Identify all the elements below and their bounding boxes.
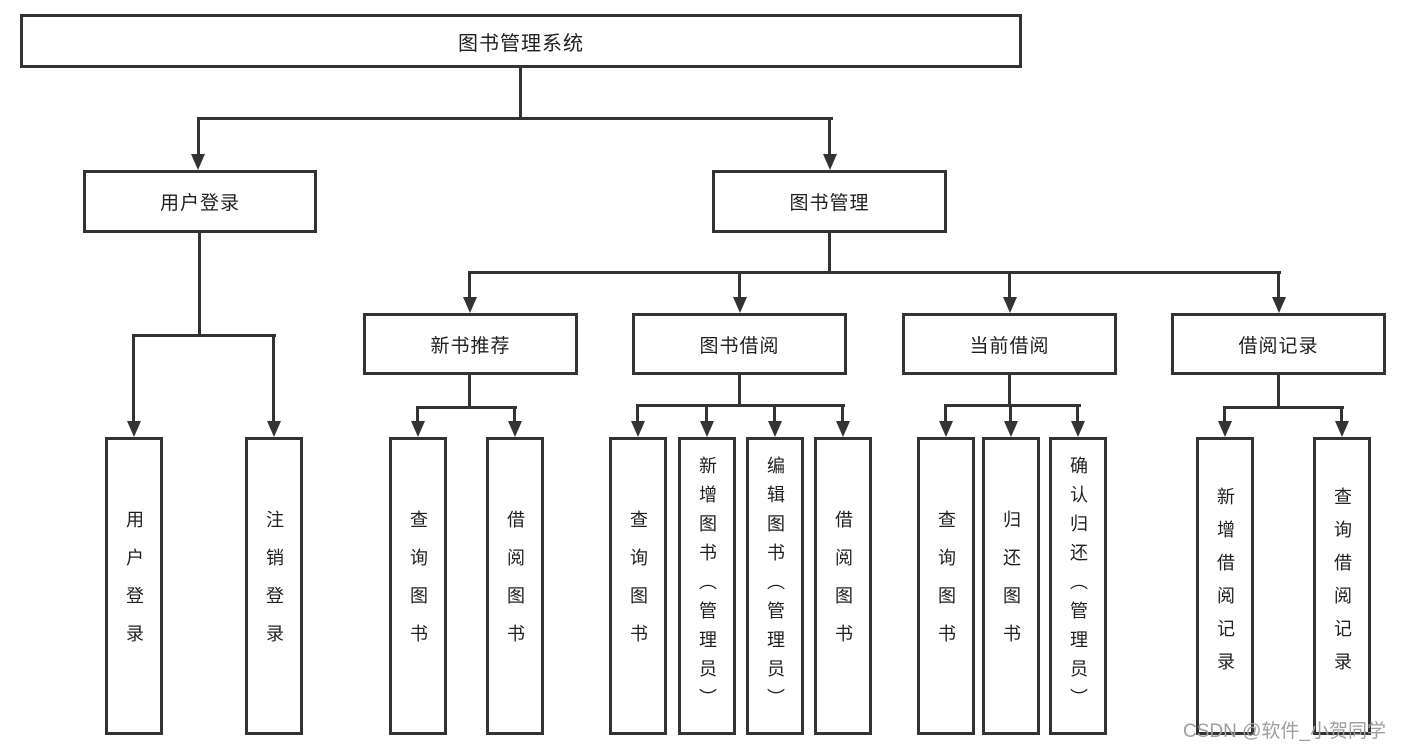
node-book-management: 图书管理	[712, 170, 947, 233]
node-borrowing-records: 借阅记录	[1171, 313, 1386, 375]
connector-segment	[272, 334, 275, 423]
connector-segment	[636, 404, 845, 407]
arrow-down-icon	[1272, 297, 1286, 313]
connector-segment	[841, 404, 844, 423]
connector-segment	[1076, 404, 1079, 423]
leaf-confirm-return-admin: 确认归还（管理员）	[1049, 437, 1107, 735]
leaf-return-book: 归还图书	[982, 437, 1040, 735]
leaf-query-books-borrowing-label: 查询图书	[628, 510, 648, 662]
connector-segment	[944, 404, 1081, 407]
leaf-return-book-label: 归还图书	[1001, 510, 1021, 662]
node-library-system-label: 图书管理系统	[458, 32, 584, 55]
leaf-borrow-books-recommend: 借阅图书	[486, 437, 544, 735]
arrow-down-icon	[1004, 421, 1018, 437]
connector-segment	[468, 271, 1281, 274]
leaf-query-books-recommend: 查询图书	[389, 437, 447, 735]
leaf-edit-book-admin: 编辑图书（管理员）	[746, 437, 804, 735]
arrow-down-icon	[700, 421, 714, 437]
connector-segment	[944, 404, 947, 423]
leaf-user-login-label: 用户登录	[124, 510, 144, 662]
connector-segment	[828, 117, 831, 157]
leaf-query-books-current: 查询图书	[917, 437, 975, 735]
arrow-down-icon	[836, 421, 850, 437]
arrow-down-icon	[267, 421, 281, 437]
connector-segment	[738, 375, 741, 407]
node-new-book-recommendation: 新书推荐	[363, 313, 578, 375]
connector-segment	[519, 68, 522, 119]
connector-segment	[1277, 271, 1280, 299]
leaf-confirm-return-admin-label: 确认归还（管理员）	[1068, 455, 1088, 717]
leaf-query-borrow-record: 查询借阅记录	[1313, 437, 1371, 735]
connector-segment	[468, 375, 471, 409]
leaf-query-books-recommend-label: 查询图书	[408, 510, 428, 662]
leaf-user-login: 用户登录	[105, 437, 163, 735]
connector-segment	[198, 233, 201, 336]
connector-segment	[773, 404, 776, 423]
node-current-borrowing-label: 当前借阅	[969, 335, 1050, 357]
csdn-watermark: CSDN @软件_小贺同学	[1183, 721, 1386, 742]
node-current-borrowing: 当前借阅	[902, 313, 1117, 375]
connector-segment	[197, 117, 833, 120]
arrow-down-icon	[631, 421, 645, 437]
connector-segment	[513, 406, 516, 423]
connector-segment	[1277, 375, 1280, 409]
connector-segment	[132, 334, 135, 423]
connector-segment	[416, 406, 419, 423]
leaf-add-book-admin: 新增图书（管理员）	[678, 437, 736, 735]
arrow-down-icon	[411, 421, 425, 437]
leaf-edit-book-admin-label: 编辑图书（管理员）	[765, 455, 785, 717]
arrow-down-icon	[768, 421, 782, 437]
connector-segment	[1223, 406, 1344, 409]
connector-segment	[1223, 406, 1226, 423]
leaf-add-book-admin-label: 新增图书（管理员）	[697, 455, 717, 717]
connector-segment	[132, 334, 276, 337]
leaf-borrow-books-borrowing: 借阅图书	[814, 437, 872, 735]
connector-segment	[1008, 271, 1011, 299]
connector-segment	[1008, 375, 1011, 407]
arrow-down-icon	[1218, 421, 1232, 437]
leaf-query-books-current-label: 查询图书	[936, 510, 956, 662]
connector-segment	[416, 406, 517, 409]
node-user-login: 用户登录	[83, 170, 317, 233]
arrow-down-icon	[463, 297, 477, 313]
arrow-down-icon	[1071, 421, 1085, 437]
connector-segment	[636, 404, 639, 423]
arrow-down-icon	[939, 421, 953, 437]
arrow-down-icon	[1003, 297, 1017, 313]
leaf-borrow-books-recommend-label: 借阅图书	[505, 510, 525, 662]
leaf-logout-label: 注销登录	[264, 510, 284, 662]
connector-segment	[1340, 406, 1343, 423]
connector-segment	[828, 232, 831, 273]
node-new-book-recommendation-label: 新书推荐	[430, 335, 511, 357]
node-library-system: 图书管理系统	[20, 14, 1022, 68]
node-book-management-label: 图书管理	[789, 193, 870, 214]
arrow-down-icon	[191, 154, 205, 170]
leaf-add-borrow-record-label: 新增借阅记录	[1215, 487, 1235, 685]
node-user-login-label: 用户登录	[159, 193, 240, 214]
node-book-borrowing-label: 图书借阅	[699, 335, 780, 357]
leaf-logout: 注销登录	[245, 437, 303, 735]
leaf-borrow-books-borrowing-label: 借阅图书	[833, 510, 853, 662]
node-book-borrowing: 图书借阅	[632, 313, 847, 375]
arrow-down-icon	[127, 421, 141, 437]
connector-segment	[1009, 404, 1012, 423]
leaf-query-borrow-record-label: 查询借阅记录	[1332, 487, 1352, 685]
leaf-query-books-borrowing: 查询图书	[609, 437, 667, 735]
arrow-down-icon	[823, 154, 837, 170]
arrow-down-icon	[1335, 421, 1349, 437]
connector-segment	[738, 271, 741, 299]
connector-segment	[705, 404, 708, 423]
arrow-down-icon	[733, 297, 747, 313]
leaf-add-borrow-record: 新增借阅记录	[1196, 437, 1254, 735]
node-borrowing-records-label: 借阅记录	[1238, 335, 1319, 357]
arrow-down-icon	[508, 421, 522, 437]
connector-segment	[468, 271, 471, 299]
connector-segment	[197, 117, 200, 157]
